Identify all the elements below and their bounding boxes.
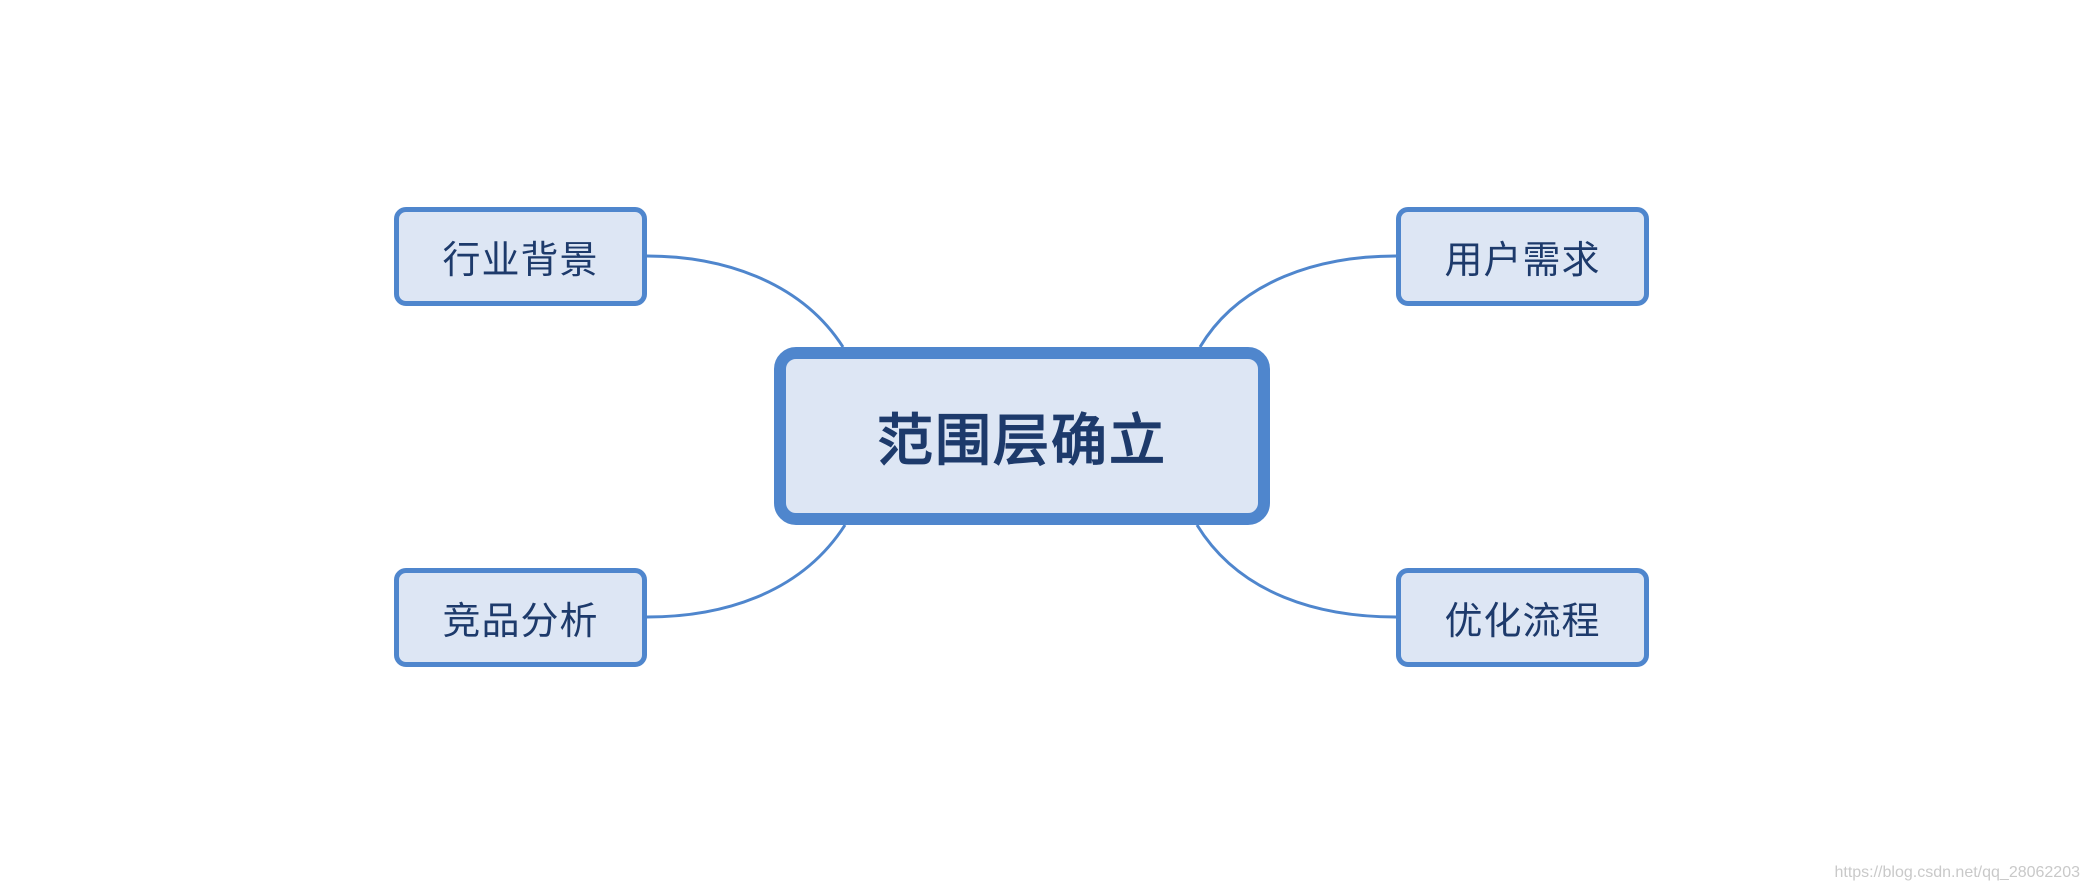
child-node-industry-background[interactable]: 行业背景 bbox=[394, 207, 647, 306]
child-node-user-needs[interactable]: 用户需求 bbox=[1396, 207, 1649, 306]
child-node-optimize-process[interactable]: 优化流程 bbox=[1396, 568, 1649, 667]
connector-line bbox=[1198, 254, 1397, 348]
connector-line bbox=[1195, 524, 1397, 619]
connector-line bbox=[646, 254, 845, 348]
connector-line bbox=[646, 524, 847, 619]
root-node[interactable]: 范围层确立 bbox=[774, 347, 1270, 525]
watermark: https://blog.csdn.net/qq_28062203 bbox=[1834, 864, 2080, 881]
child-node-competitor-analysis[interactable]: 竞品分析 bbox=[394, 568, 647, 667]
